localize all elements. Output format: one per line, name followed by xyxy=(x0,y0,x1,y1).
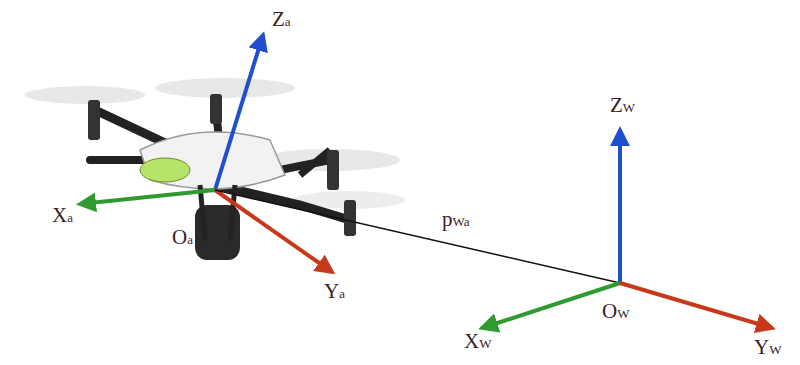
axis-label: OW xyxy=(600,300,631,323)
axis-label: Ya xyxy=(322,280,347,303)
axis-label: Oa xyxy=(170,226,195,249)
axis-arrow xyxy=(80,190,215,204)
position-line xyxy=(215,190,620,283)
axis-arrow xyxy=(618,130,622,283)
axis-arrow xyxy=(215,35,263,190)
axis-arrow xyxy=(482,283,620,328)
axis-label: ZW xyxy=(608,94,637,117)
axis-label: Xa xyxy=(50,204,75,227)
axis-label: pWa xyxy=(440,208,472,231)
axis-arrow xyxy=(620,283,772,328)
axis-label: YW xyxy=(752,336,783,359)
axis-label: Za xyxy=(270,8,293,31)
axis-arrow xyxy=(215,190,332,272)
drone-illustration xyxy=(25,78,405,260)
axis-label: XW xyxy=(462,330,493,353)
